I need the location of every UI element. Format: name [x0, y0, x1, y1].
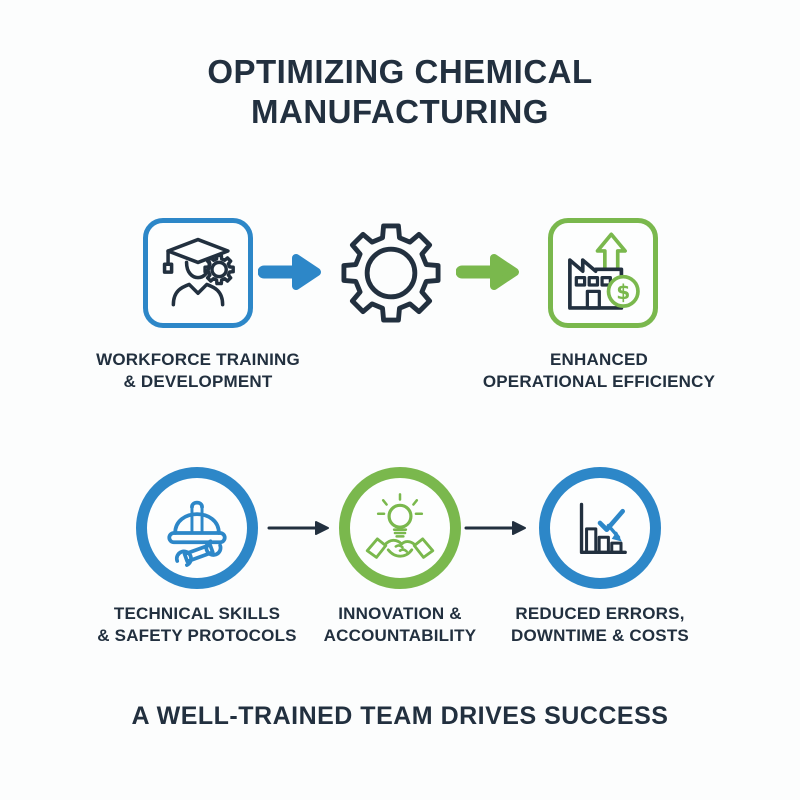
helmet-ribs: [190, 504, 204, 535]
dollar-sign: $: [616, 280, 630, 304]
interlocked-fingers: [394, 544, 408, 553]
label-line: TECHNICAL SKILLS: [113, 604, 281, 623]
workforce-training-label: WORKFORCE TRAINING & DEVELOPMENT: [78, 349, 318, 394]
technical-skills-badge: [136, 467, 258, 589]
checkmark-shape: [597, 508, 625, 532]
hands-top: [383, 538, 417, 547]
hands-bottom: [386, 548, 414, 558]
thin-right-arrow-icon: [267, 521, 329, 535]
lightbulb-handshake-icon: [365, 493, 435, 559]
label-line: INNOVATION &: [338, 604, 462, 623]
green-right-arrow-icon: [456, 254, 519, 290]
innovation-label: INNOVATION & ACCOUNTABILITY: [290, 603, 510, 648]
label-line: & DEVELOPMENT: [123, 372, 273, 392]
enhanced-efficiency-badge: $: [548, 218, 658, 328]
shoulders-shape: [171, 282, 225, 307]
page-title: OPTIMIZING CHEMICAL MANUFACTURING: [0, 52, 800, 133]
chart-bar-mid: [597, 535, 610, 554]
gear-icon: [338, 220, 444, 326]
factory-window: [587, 275, 600, 287]
left-cuff: [365, 537, 388, 559]
label-line: OPERATIONAL EFFICIENCY: [482, 372, 716, 392]
hardhat-wrench-icon: [167, 500, 227, 568]
chart-bar-short: [610, 541, 623, 554]
label-line: WORKFORCE TRAINING: [96, 350, 300, 369]
wrench-shape: [174, 538, 223, 568]
mortarboard-shape: [166, 237, 230, 265]
label-line: DOWNTIME & COSTS: [511, 626, 689, 646]
bulb-shape: [387, 503, 413, 529]
tassel-end: [162, 262, 174, 274]
growth-arrow-shape: [595, 232, 627, 270]
face-shape: [184, 260, 212, 280]
reduced-errors-badge: [539, 467, 661, 589]
label-line: ENHANCED: [550, 350, 648, 369]
innovation-badge: [339, 467, 461, 589]
helmet-brim: [167, 531, 227, 545]
technical-skills-label: TECHNICAL SKILLS & SAFETY PROTOCOLS: [77, 603, 317, 648]
tagline: A WELL-TRAINED TEAM DRIVES SUCCESS: [131, 702, 669, 730]
factory-growth-icon: $: [568, 232, 640, 310]
label-line: REDUCED ERRORS,: [515, 604, 685, 623]
helmet-dome: [173, 512, 221, 535]
bulb-base: [392, 528, 408, 538]
graduate-gear-icon: [162, 237, 235, 307]
enhanced-efficiency-label: ENHANCED OPERATIONAL EFFICIENCY: [477, 349, 721, 394]
chart-bar-tall: [585, 527, 598, 554]
factory-window: [574, 275, 587, 287]
label-line: & SAFETY PROTOCOLS: [97, 626, 297, 646]
title-line-2: MANUFACTURING: [251, 93, 549, 131]
helmet-knob: [190, 500, 204, 509]
bulb-rays: [376, 493, 424, 515]
title-line-1: OPTIMIZING CHEMICAL: [207, 53, 593, 90]
declining-barchart-check-icon: [579, 502, 627, 555]
workforce-training-badge: [143, 218, 253, 328]
label-line: ACCOUNTABILITY: [323, 626, 477, 646]
right-cuff: [412, 537, 435, 559]
thin-right-arrow-icon: [464, 521, 526, 535]
reduced-errors-label: REDUCED ERRORS, DOWNTIME & COSTS: [480, 603, 720, 648]
factory-door: [585, 289, 601, 310]
decline-arrow-head: [611, 531, 622, 542]
dollar-coin-shape: [606, 274, 640, 308]
blue-right-arrow-icon: [258, 254, 321, 290]
